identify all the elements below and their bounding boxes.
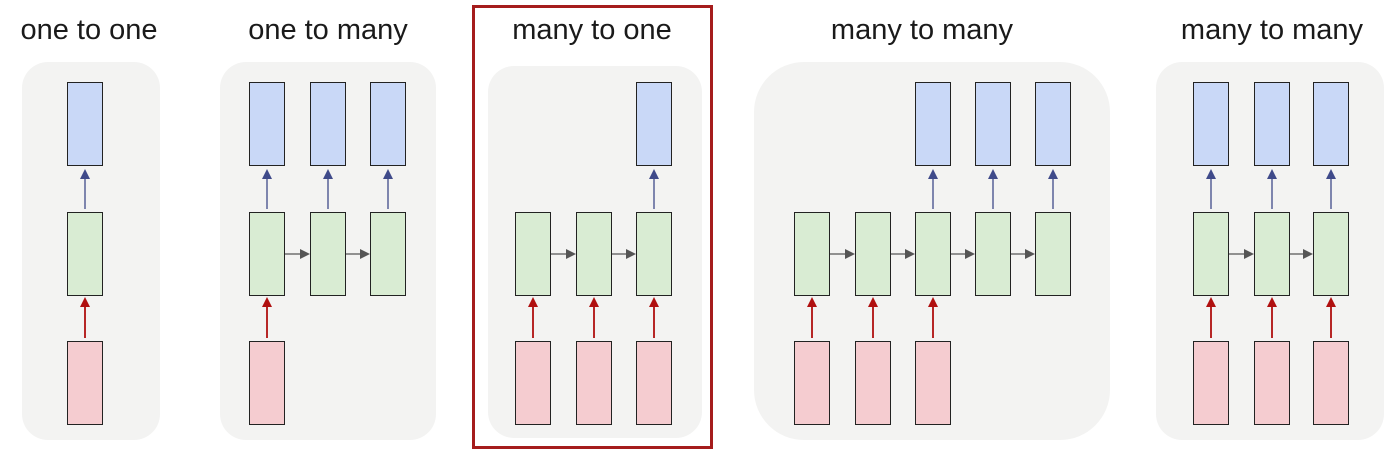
input-cell-many-to-one-2: [636, 341, 672, 425]
hidden-cell-many-to-many-synced-1: [1254, 212, 1290, 296]
input-cell-many-to-many-delayed-2: [915, 341, 951, 425]
panel-title-many-to-many-delayed: many to many: [830, 14, 1014, 46]
output-cell-one-to-many-1: [310, 82, 346, 166]
panel-title-one-to-many: one to many: [248, 14, 408, 46]
hidden-cell-many-to-many-delayed-4: [1035, 212, 1071, 296]
hidden-cell-many-to-one-0: [515, 212, 551, 296]
output-cell-many-to-many-delayed-2: [915, 82, 951, 166]
hidden-cell-many-to-many-synced-0: [1193, 212, 1229, 296]
hidden-cell-one-to-many-0: [249, 212, 285, 296]
hidden-cell-many-to-one-1: [576, 212, 612, 296]
hidden-cell-many-to-many-delayed-1: [855, 212, 891, 296]
input-cell-one-to-many-0: [249, 341, 285, 425]
panel-title-one-to-one: one to one: [20, 14, 158, 46]
output-cell-one-to-one-0: [67, 82, 103, 166]
input-cell-many-to-one-1: [576, 341, 612, 425]
output-cell-many-to-many-delayed-3: [975, 82, 1011, 166]
hidden-cell-many-to-one-2: [636, 212, 672, 296]
input-cell-many-to-many-synced-1: [1254, 341, 1290, 425]
input-cell-many-to-many-delayed-0: [794, 341, 830, 425]
hidden-cell-many-to-many-delayed-0: [794, 212, 830, 296]
highlight-box-many-to-one: [472, 5, 713, 449]
hidden-cell-one-to-many-1: [310, 212, 346, 296]
input-cell-many-to-one-0: [515, 341, 551, 425]
output-cell-many-to-many-synced-2: [1313, 82, 1349, 166]
panel-title-many-to-many-synced: many to many: [1180, 14, 1364, 46]
hidden-cell-one-to-one-0: [67, 212, 103, 296]
hidden-cell-many-to-many-delayed-3: [975, 212, 1011, 296]
input-cell-many-to-many-synced-0: [1193, 341, 1229, 425]
output-cell-many-to-many-synced-0: [1193, 82, 1229, 166]
output-cell-one-to-many-0: [249, 82, 285, 166]
output-cell-many-to-many-delayed-4: [1035, 82, 1071, 166]
input-cell-many-to-many-synced-2: [1313, 341, 1349, 425]
output-cell-many-to-one-2: [636, 82, 672, 166]
input-cell-many-to-many-delayed-1: [855, 341, 891, 425]
input-cell-one-to-one-0: [67, 341, 103, 425]
output-cell-one-to-many-2: [370, 82, 406, 166]
output-cell-many-to-many-synced-1: [1254, 82, 1290, 166]
panel-title-many-to-one: many to one: [512, 14, 672, 46]
hidden-cell-one-to-many-2: [370, 212, 406, 296]
hidden-cell-many-to-many-delayed-2: [915, 212, 951, 296]
hidden-cell-many-to-many-synced-2: [1313, 212, 1349, 296]
